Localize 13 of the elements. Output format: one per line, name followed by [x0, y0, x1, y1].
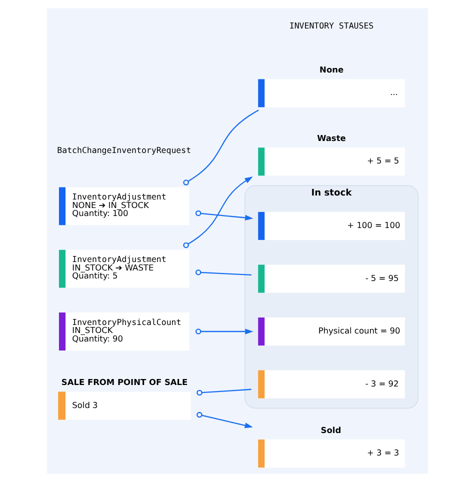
label: BatchChangeInventoryRequest	[56, 144, 191, 155]
node-label: SALE FROM POINT OF SALE	[60, 377, 188, 388]
node-label: Sold	[320, 424, 341, 435]
node-label: None	[319, 64, 344, 75]
connector	[194, 269, 252, 276]
connector	[196, 388, 251, 396]
arrow	[182, 176, 252, 248]
arrow	[194, 210, 253, 221]
arrow	[194, 328, 253, 334]
arrow	[196, 412, 252, 428]
node-label: Waste	[316, 133, 346, 144]
connector	[182, 110, 258, 186]
label: INVENTORY STAUSES	[288, 20, 374, 30]
